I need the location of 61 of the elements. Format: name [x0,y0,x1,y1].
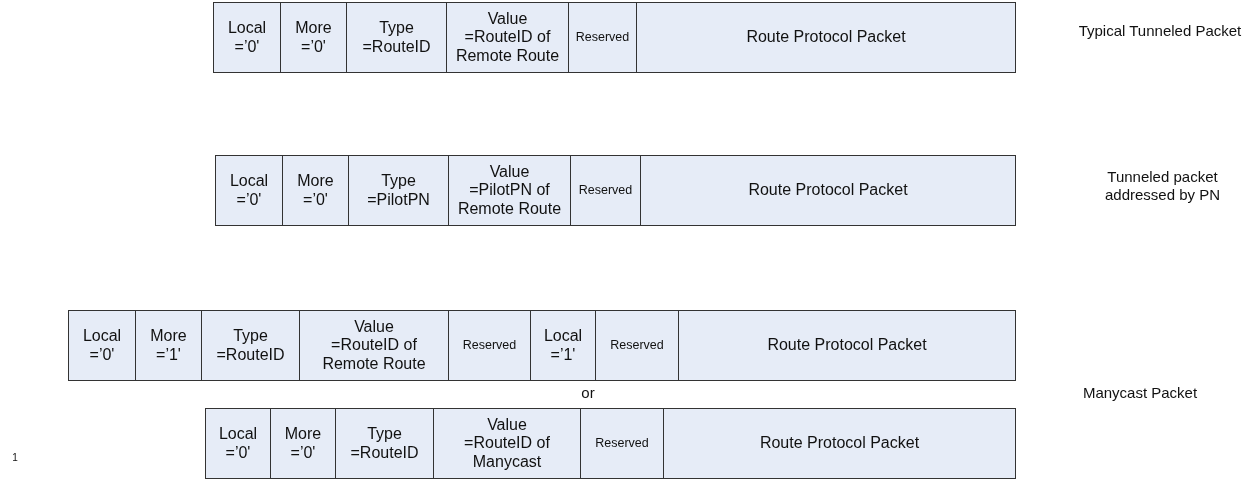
packet-field [636,2,1016,73]
field-text: Reserved [578,183,633,198]
field-text: Route Protocol Packet [759,434,920,453]
packet-field [530,310,596,381]
field-text: Local =’0' [218,425,258,462]
field-text: More =’0' [297,172,334,209]
packet-field [663,408,1016,479]
packet-field [595,310,679,381]
packet-field [678,310,1016,381]
packet-field [205,408,271,479]
field-text: Reserved [595,436,649,451]
packet-field [640,155,1016,226]
field-text: Reserved [610,338,664,353]
packet-field [280,2,347,73]
field-text: Value [487,9,528,29]
row-label: Typical Tunneled Packet [1077,22,1243,40]
packet-field [213,2,281,73]
packet-field [299,310,449,381]
row-label: or [580,384,596,402]
packet-field [201,310,300,381]
packet-field [135,310,202,381]
field-text: Local =’0' [82,327,122,364]
packet-field [570,155,641,226]
packet-field [335,408,434,479]
page-number: 1 [11,452,19,464]
field-text: More =’1' [150,327,187,364]
packet-field [348,155,449,226]
packet-field [448,155,571,226]
field-text: Reserved [462,338,517,353]
field-text: =RouteID of Remote Route [321,336,427,374]
field-text: Value [354,317,394,337]
field-text: Local =’0' [227,19,267,56]
packet-field [215,155,283,226]
field-text: Reserved [575,30,630,45]
field-text: Value [489,162,530,182]
packet-field [346,2,447,73]
field-text: Value [487,415,527,435]
field-text: More =’0' [295,19,332,56]
packet-field [446,2,569,73]
field-text: =RouteID of Remote Route [454,28,561,66]
field-text: =PilotPN of Remote Route [456,181,563,219]
field-text: Type =RouteID [362,19,431,56]
field-text: Local =’0' [229,172,269,209]
field-text: Route Protocol Packet [767,336,927,355]
field-text: More =’0' [284,425,322,462]
packet-field [433,408,581,479]
field-text: =RouteID of Manycast [463,434,551,472]
field-text: Type =RouteID [216,327,285,364]
packet-field [580,408,664,479]
field-text: Route Protocol Packet [748,181,908,200]
packet-field [282,155,349,226]
row-label: Tunneled packet addressed by PN [1103,168,1222,204]
packet-field [68,310,136,381]
packet-field [448,310,531,381]
field-text: Type =PilotPN [367,172,430,209]
row-label: Manycast Packet [1081,384,1199,402]
packet-field [270,408,336,479]
field-text: Local =’1' [543,327,583,364]
field-text: Type =RouteID [350,425,419,462]
packet-field [568,2,637,73]
field-text: Route Protocol Packet [746,28,906,47]
